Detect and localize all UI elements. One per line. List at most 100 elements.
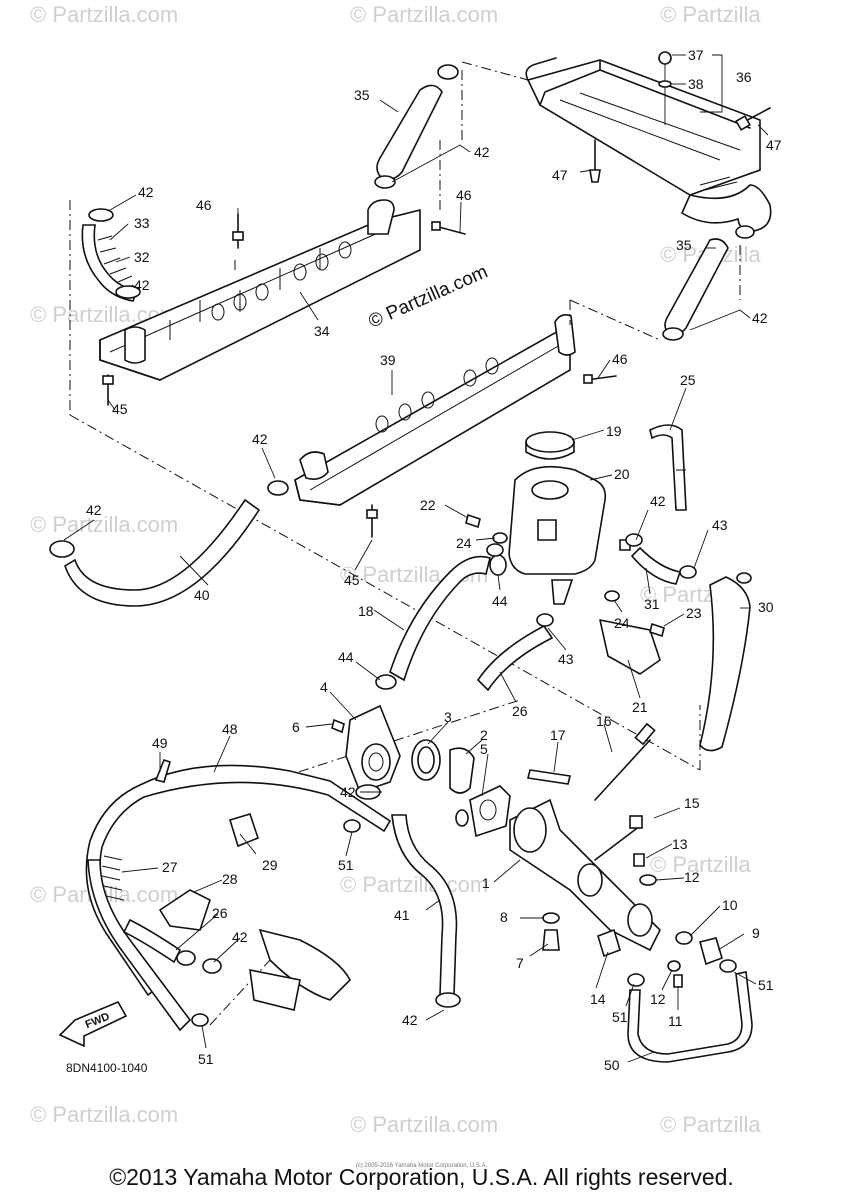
callout-42: 42 (650, 493, 666, 509)
callout-30: 30 (758, 599, 774, 615)
watermark-text: © Partzilla.com (30, 1102, 178, 1127)
hose-35-upper (374, 64, 463, 189)
callout-26: 26 (212, 905, 228, 921)
callout-51: 51 (612, 1009, 628, 1025)
callout-19: 19 (606, 423, 622, 439)
callout-28: 28 (222, 871, 238, 887)
watermark-text: © Partzilla.com (340, 872, 488, 897)
callout-42: 42 (402, 1012, 418, 1028)
callout-11: 11 (668, 1013, 683, 1029)
water-pipe (469, 722, 661, 952)
callout-46: 46 (196, 197, 212, 213)
reference-lines (69, 140, 701, 1026)
callout-15: 15 (684, 795, 700, 811)
center-watermark: © Partzilla.com (365, 261, 491, 332)
callout-32: 32 (134, 249, 150, 265)
callout-43: 43 (558, 651, 574, 667)
thermostat-housing (331, 704, 475, 827)
parts-diagram: © Partzilla.com © Partzilla.com © Partzi… (30, 2, 782, 1137)
coolant-hoses (375, 533, 752, 752)
callout-2: 2 (480, 727, 488, 743)
hose-40 (49, 480, 289, 607)
lower-radiator (294, 299, 661, 506)
watermark-text: © Partzilla (650, 852, 751, 877)
callout-31: 31 (644, 596, 660, 612)
hose-50 (627, 959, 753, 1063)
callout-6: 6 (292, 719, 300, 735)
callout-45: 45 (112, 401, 128, 417)
callout-51: 51 (198, 1051, 214, 1067)
callout-42: 42 (752, 310, 768, 326)
callouts: 37 38 36 47 47 35 42 42 33 32 42 46 46 3… (86, 47, 782, 1073)
copyright-notice: ©2013 Yamaha Motor Corporation, U.S.A. A… (109, 1164, 734, 1190)
part-code: 8DN4100-1040 (66, 1061, 148, 1075)
callout-49: 49 (152, 735, 168, 751)
watermark-text: © Partzilla (660, 2, 761, 27)
callout-3: 3 (444, 709, 452, 725)
callout-27: 27 (162, 859, 178, 875)
callout-42: 42 (232, 929, 248, 945)
callout-35: 35 (676, 237, 692, 253)
callout-45: 45 (344, 572, 360, 588)
leader-lines (63, 54, 769, 1063)
callout-14: 14 (590, 991, 606, 1007)
watermark-text: © Partzilla.com (350, 2, 498, 27)
callout-8: 8 (500, 909, 508, 925)
callout-25: 25 (680, 372, 696, 388)
callout-12: 12 (684, 869, 700, 885)
callout-26: 26 (512, 703, 528, 719)
callout-47: 47 (766, 137, 782, 153)
callout-42: 42 (252, 431, 268, 447)
callout-42: 42 (340, 784, 356, 800)
callout-20: 20 (614, 466, 630, 482)
sensors (542, 853, 723, 988)
callout-47: 47 (552, 167, 568, 183)
callout-1: 1 (482, 875, 490, 891)
watermark-text: © Partzilla (660, 1112, 761, 1137)
push-rivet-47 (589, 107, 771, 183)
callout-36: 36 (736, 69, 752, 85)
callout-10: 10 (722, 897, 738, 913)
upper-radiator (461, 51, 772, 233)
callout-42: 42 (474, 144, 490, 160)
callout-40: 40 (194, 587, 210, 603)
callout-16: 16 (596, 713, 612, 729)
callout-50: 50 (604, 1057, 620, 1073)
callout-12: 12 (650, 991, 666, 1007)
callout-44: 44 (492, 593, 508, 609)
callout-21: 21 (632, 699, 648, 715)
callout-5: 5 (480, 741, 488, 757)
pipe-48 (85, 759, 392, 1032)
tank-fasteners (465, 513, 665, 638)
watermark-text: © Partzilla.com (350, 1112, 498, 1137)
callout-43: 43 (712, 517, 728, 533)
callout-42: 42 (86, 502, 102, 518)
watermark-text: © Partzilla.com (30, 512, 178, 537)
callout-24: 24 (614, 615, 630, 631)
callout-23: 23 (686, 605, 702, 621)
callout-29: 29 (262, 857, 278, 873)
tiny-copyright: (c) 2005-2016 Yamaha Motor Corporation, … (355, 1163, 488, 1169)
callout-41: 41 (394, 907, 410, 923)
callout-51: 51 (758, 977, 774, 993)
left-radiator (99, 199, 421, 381)
callout-24: 24 (456, 535, 472, 551)
watermark-text: © Partzilla.com (30, 2, 178, 27)
hose-25 (649, 424, 687, 511)
callout-9: 9 (752, 925, 760, 941)
hose-32-33 (69, 200, 141, 415)
hose-35-right (662, 225, 755, 341)
callout-46: 46 (612, 351, 628, 367)
pump-housing (122, 918, 351, 1011)
callout-34: 34 (314, 323, 330, 339)
callout-4: 4 (320, 679, 328, 695)
callout-22: 22 (420, 497, 436, 513)
callout-13: 13 (672, 836, 688, 852)
callout-42: 42 (138, 184, 154, 200)
callout-7: 7 (516, 955, 524, 971)
callout-42: 42 (134, 277, 150, 293)
callout-48: 48 (222, 721, 238, 737)
callout-18: 18 (358, 603, 374, 619)
callout-37: 37 (688, 47, 704, 63)
callout-44: 44 (338, 649, 354, 665)
